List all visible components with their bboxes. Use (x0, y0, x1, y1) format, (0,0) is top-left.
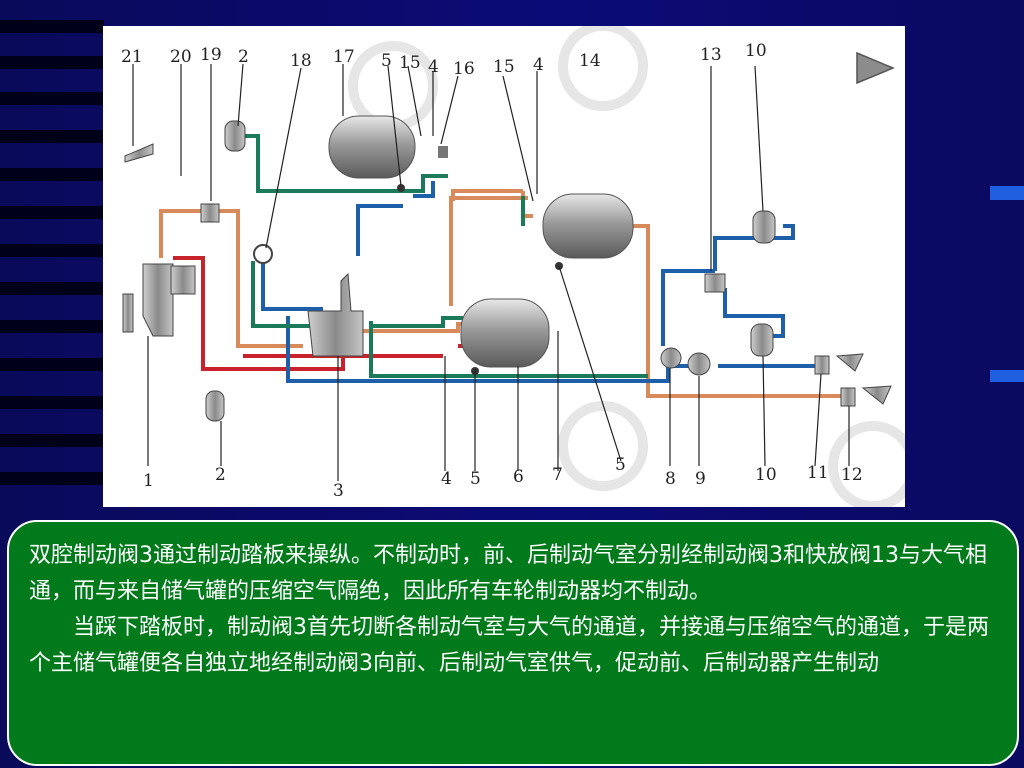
label-17: 17 (333, 47, 355, 67)
brake-system-diagram: 21 20 19 2 18 17 5 15 4 16 15 4 14 13 10… (103, 26, 905, 507)
label-2-top: 2 (238, 47, 249, 67)
air-tanks (328, 115, 634, 368)
background-wheels (348, 26, 905, 507)
label-7: 7 (552, 465, 563, 485)
label-2-bottom: 2 (215, 465, 226, 485)
label-16: 16 (453, 59, 475, 79)
label-14: 14 (579, 51, 601, 71)
label-8: 8 (665, 469, 676, 489)
label-5-bottom-right: 5 (615, 455, 626, 475)
label-13: 13 (700, 45, 722, 65)
label-5-top: 5 (381, 51, 392, 71)
label-15-top-left: 15 (399, 53, 421, 73)
label-18: 18 (290, 51, 312, 71)
label-19: 19 (200, 45, 222, 65)
part-number-labels: 21 20 19 2 18 17 5 15 4 16 15 4 14 13 10… (121, 41, 863, 501)
caption-textbox: 双腔制动阀3通过制动踏板来操纵。不制动时，前、后制动气室分别经制动阀3和快放阀1… (7, 520, 1019, 766)
label-20: 20 (170, 47, 192, 67)
label-5-bottom-left: 5 (470, 469, 481, 489)
label-11: 11 (807, 463, 829, 483)
label-21: 21 (121, 47, 143, 67)
diagram-svg: 21 20 19 2 18 17 5 15 4 16 15 4 14 13 10… (121, 26, 905, 507)
label-10-top: 10 (745, 41, 767, 61)
label-4-top-left: 4 (428, 57, 439, 77)
leader-lines (132, 63, 850, 481)
play-triangle-icon[interactable] (855, 50, 895, 86)
caption-paragraph-1: 双腔制动阀3通过制动踏板来操纵。不制动时，前、后制动气室分别经制动阀3和快放阀1… (29, 543, 987, 604)
right-accent-bar-2 (990, 370, 1024, 382)
pipes (159, 134, 843, 398)
label-12: 12 (841, 465, 863, 485)
label-4-bottom: 4 (441, 469, 452, 489)
components (122, 120, 892, 422)
label-1: 1 (143, 471, 154, 491)
label-15-top-right: 15 (493, 57, 515, 77)
label-6: 6 (513, 467, 524, 487)
label-3: 3 (333, 481, 344, 501)
right-accent-bar-1 (990, 186, 1024, 200)
label-10-bottom: 10 (755, 465, 777, 485)
label-4-top-right: 4 (533, 55, 544, 75)
caption-paragraph-2: 当踩下踏板时，制动阀3首先切断各制动气室与大气的通道，并接通与压缩空气的通道，于… (29, 615, 990, 676)
label-9: 9 (695, 469, 706, 489)
left-stripe-decoration (0, 0, 110, 768)
